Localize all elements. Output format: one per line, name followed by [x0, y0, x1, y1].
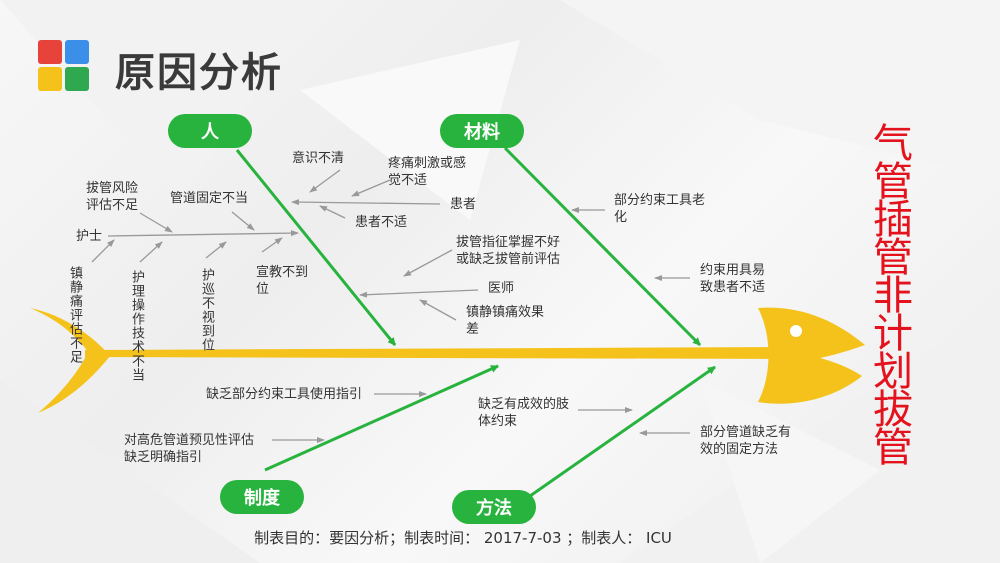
- cause-hushi-xunshi: 护巡不视到位: [199, 268, 214, 352]
- fish-head: [758, 307, 865, 404]
- cause-zhenjing-xiaoguo: 镇静镇痛效果 差: [466, 305, 545, 337]
- arrow-zhenjing-xiaoguo: [419, 299, 457, 321]
- cause-yueshu-yiyi: 约束用具易 致患者不适: [700, 263, 766, 295]
- cause-gaowei-pinggu: 对高危管道预见性评估 缺乏明确指引: [124, 433, 255, 465]
- fish-eye: [790, 325, 802, 337]
- cause-guding-fangfa: 部分管道缺乏有 效的固定方法: [700, 425, 792, 457]
- arrow-huanzhe: [291, 199, 441, 206]
- category-system: 制度: [220, 480, 304, 514]
- arrow-hushi: [107, 230, 299, 237]
- category-person: 人: [168, 114, 252, 148]
- cause-huanzhe-busi: 患者不适: [355, 215, 408, 230]
- problem-title: 气管插管非计划拔管: [866, 122, 912, 464]
- cause-quefa-zhiyin: 缺乏部分约束工具使用指引: [206, 387, 363, 402]
- fish-tail: [30, 308, 110, 413]
- arrow-baguan-zhizheng: [403, 249, 453, 277]
- bone-system: [264, 364, 499, 472]
- cause-quefa-yueshu: 缺乏有成效的肢 体约束: [478, 397, 570, 429]
- cause-huli-caozuo: 护理操作技术不当: [129, 270, 144, 382]
- cause-yishi-doctor: 医师: [488, 281, 515, 296]
- arrow-xuanjiao: [261, 237, 283, 253]
- arrow-baguan-fengxian: [139, 212, 173, 233]
- cause-hushi: 护士: [76, 229, 103, 244]
- cause-zhenjing-pinggu: 镇静痛评估不足: [67, 266, 82, 364]
- cause-baguan-zhizheng: 拔管指征掌握不好 或缺乏拔管前评估: [456, 235, 561, 267]
- footer-note: 制表目的：要因分析；制表时间： 2017-7-03 ；制表人： ICU: [254, 529, 672, 547]
- cause-huanzhe: 患者: [450, 197, 477, 212]
- bone-method: [529, 365, 716, 498]
- bone-person: [235, 149, 397, 346]
- arrow-xunshi: [205, 241, 227, 259]
- cause-baguan-fengxian: 拔管风险 评估不足: [86, 181, 139, 213]
- cause-tengtong: 疼痛刺激或感 觉不适: [388, 156, 467, 188]
- category-material: 材料: [440, 114, 524, 148]
- logo-grid: [38, 40, 90, 92]
- arrow-zhenjing: [91, 239, 115, 263]
- category-method: 方法: [452, 490, 536, 524]
- arrow-guandao-guding: [231, 211, 255, 231]
- cause-guandao-guding: 管道固定不当: [170, 191, 249, 206]
- arrow-huli: [139, 241, 163, 263]
- page-title: 原因分析: [115, 50, 283, 96]
- cause-xuanjiao: 宣教不到 位: [256, 265, 309, 297]
- arrow-yishi-doctor: [359, 289, 479, 298]
- bone-material: [503, 146, 702, 347]
- cause-yueshu-laohua: 部分约束工具老 化: [614, 193, 706, 225]
- arrow-huanzhe-busi: [319, 205, 346, 219]
- arrow-yishi: [309, 169, 341, 193]
- fish-spine: [85, 347, 790, 359]
- arrow-tengtong: [351, 179, 391, 197]
- cause-yishi: 意识不清: [292, 151, 345, 166]
